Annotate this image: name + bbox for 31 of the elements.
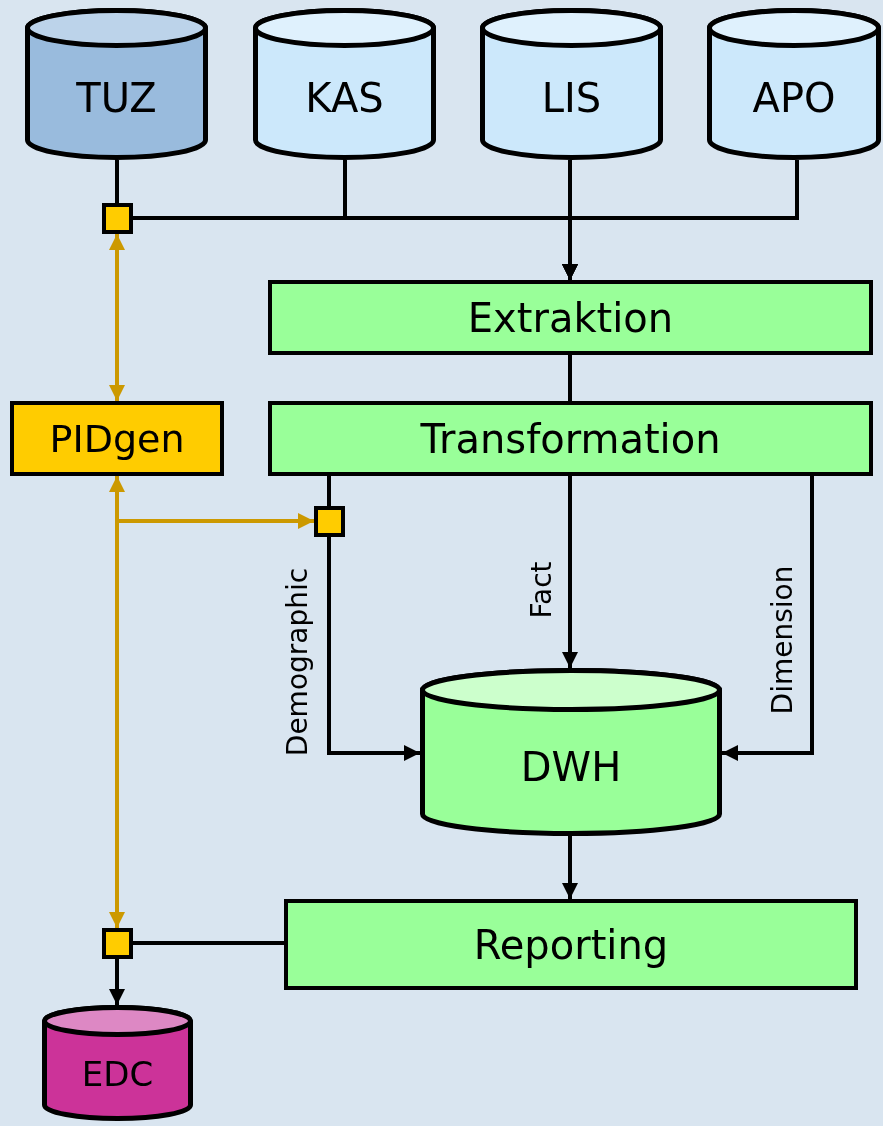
database-cylinder bbox=[420, 668, 722, 836]
node-label: TUZ bbox=[76, 78, 157, 118]
junction-square bbox=[102, 928, 133, 959]
node-label: PIDgen bbox=[49, 419, 185, 458]
node-label: DWH bbox=[520, 747, 622, 788]
node-label: EDC bbox=[81, 1057, 154, 1092]
edge-label: Demographic bbox=[284, 567, 312, 757]
process-box bbox=[268, 401, 873, 476]
process-box bbox=[268, 280, 873, 355]
node-label: APO bbox=[752, 78, 836, 118]
junction-square bbox=[102, 203, 133, 234]
database-cylinder bbox=[253, 8, 436, 160]
flow-arrow bbox=[327, 537, 420, 761]
edge-label: Dimension bbox=[769, 565, 797, 715]
flow-arrow bbox=[562, 836, 578, 899]
flow-arrow bbox=[109, 959, 125, 1005]
link-arrow bbox=[109, 234, 125, 401]
database-cylinder bbox=[480, 8, 663, 160]
edge-label: Fact bbox=[528, 561, 556, 619]
database-cylinder bbox=[25, 8, 208, 160]
database-cylinder bbox=[707, 8, 881, 160]
process-box bbox=[10, 401, 224, 476]
node-label: Transformation bbox=[420, 418, 721, 459]
process-box bbox=[284, 899, 858, 990]
node-label: LIS bbox=[541, 78, 602, 118]
database-cylinder bbox=[42, 1005, 193, 1121]
node-label: KAS bbox=[305, 78, 384, 118]
junction-square bbox=[314, 506, 345, 537]
node-label: Extraktion bbox=[467, 297, 674, 338]
flow-arrow bbox=[562, 476, 578, 668]
flow-arrow bbox=[722, 476, 814, 761]
